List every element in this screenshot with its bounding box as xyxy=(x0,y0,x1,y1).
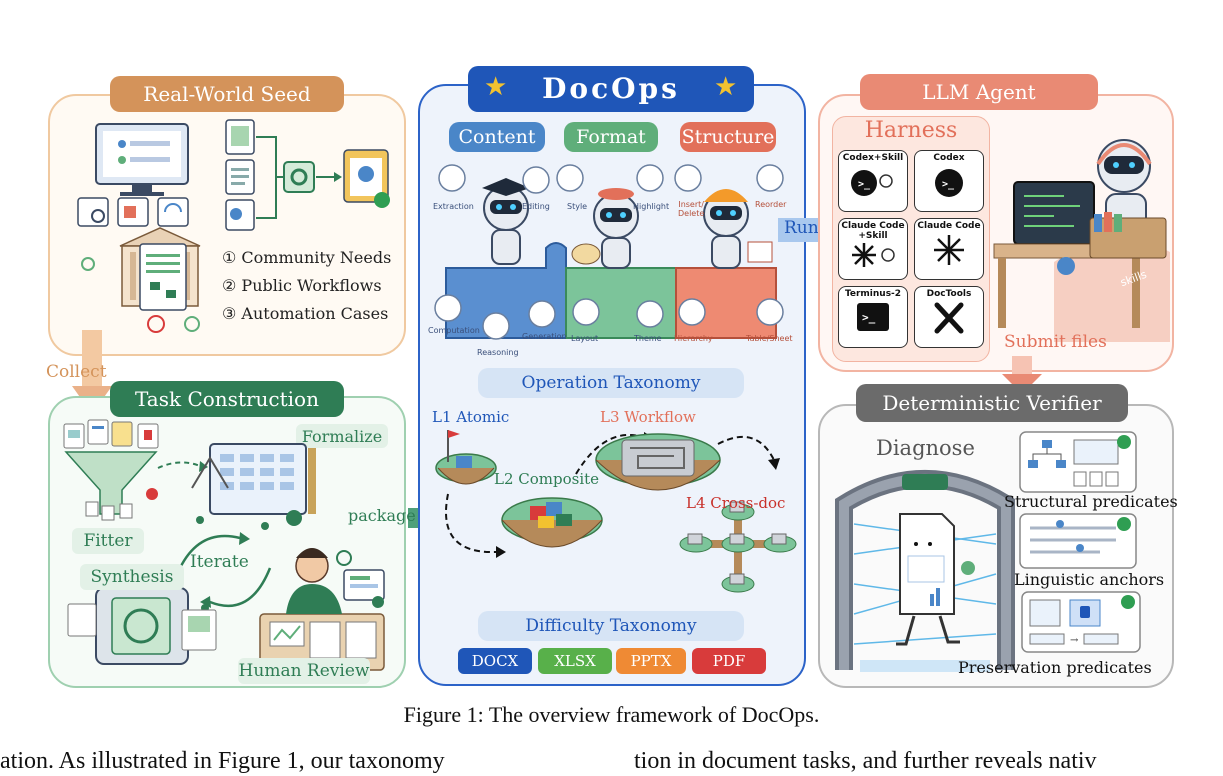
predicate-structural: Structural predicates xyxy=(1004,492,1178,511)
tool-doctools-label: DocTools xyxy=(926,289,972,299)
formalize-label: Formalize xyxy=(296,424,388,448)
category-format: Format xyxy=(564,122,658,152)
seed-illustration xyxy=(77,119,390,333)
op-highlight: Highlight xyxy=(633,202,670,211)
claude-skill-icon xyxy=(852,243,895,267)
preservation-predicate-icon: → xyxy=(1021,591,1141,653)
op-reasoning: Reasoning xyxy=(477,348,519,357)
op-computation: Computation xyxy=(428,326,480,335)
codex-skill-icon: >_ xyxy=(851,170,893,196)
level-l3: L3 Workflow xyxy=(600,408,696,426)
op-layout: Layout xyxy=(571,334,599,343)
level-l2: L2 Composite xyxy=(494,470,600,488)
tool-claude-code-skill: Claude Code +Skill xyxy=(838,218,908,280)
svg-text:>_: >_ xyxy=(942,179,955,190)
collect-label: Collect xyxy=(46,362,107,382)
op-theme: Theme xyxy=(634,334,662,343)
seed-item-1: ① Community Needs xyxy=(222,248,392,267)
task-title: Task Construction xyxy=(110,381,344,417)
tool-claude-code-label: Claude Code xyxy=(917,221,981,231)
svg-text:→: → xyxy=(1070,635,1079,646)
tool-claude-code: Claude Code xyxy=(914,218,984,280)
task-illustration xyxy=(63,419,385,671)
agent-robot-illustration xyxy=(993,139,1170,342)
seed-item-3: ③ Automation Cases xyxy=(222,304,389,323)
package-label: package xyxy=(348,506,416,525)
seed-item-2: ② Public Workflows xyxy=(222,276,382,295)
svg-text:>_: >_ xyxy=(862,311,876,324)
fitter-label: Fitter xyxy=(72,528,144,554)
level-l4: L4 Cross-doc xyxy=(686,494,786,512)
op-style: Style xyxy=(567,202,588,211)
verifier-gate-illustration xyxy=(835,470,1015,672)
docops-title: DocOps xyxy=(542,72,680,105)
seed-title: Real-World Seed xyxy=(110,76,344,112)
operation-illustration xyxy=(434,164,784,340)
op-table-sheet: Table/Sheet xyxy=(746,334,793,343)
structural-predicate-icon xyxy=(1019,431,1137,493)
format-docx: DOCX xyxy=(458,648,532,674)
tool-codex: Codex >_ xyxy=(914,150,984,212)
docops-title-banner xyxy=(468,66,754,112)
linguistic-anchor-icon xyxy=(1019,513,1137,569)
tool-codex-label: Codex xyxy=(933,153,965,163)
level-l1: L1 Atomic xyxy=(432,408,510,426)
format-xlsx: XLSX xyxy=(538,648,612,674)
predicate-preservation: Preservation predicates xyxy=(958,658,1152,677)
category-content: Content xyxy=(449,122,545,152)
tool-claude-code-skill-label: Claude Code +Skill xyxy=(841,221,905,241)
op-reorder: Reorder xyxy=(755,200,787,209)
codex-icon: >_ xyxy=(935,169,963,197)
submit-files-label: Submit files xyxy=(1004,332,1107,352)
difficulty-illustration xyxy=(435,430,797,593)
star-right-icon: ★ xyxy=(714,72,738,102)
body-text-left: ation. As illustrated in Figure 1, our t… xyxy=(0,748,445,774)
tool-terminus-label: Terminus-2 xyxy=(844,289,902,299)
format-pdf: PDF xyxy=(692,648,766,674)
category-structure: Structure xyxy=(680,122,776,152)
format-pptx: PPTX xyxy=(616,648,686,674)
tools-icon xyxy=(934,302,964,334)
tool-doctools: DocTools xyxy=(914,286,984,348)
claude-icon xyxy=(934,235,964,265)
synthesis-label: Synthesis xyxy=(80,564,184,590)
agent-title: LLM Agent xyxy=(860,74,1098,110)
svg-text:>_: >_ xyxy=(858,179,871,190)
op-generation: Generation xyxy=(522,332,567,341)
predicate-linguistic: Linguistic anchors xyxy=(1014,570,1165,589)
op-hierarchy: Hierarchy xyxy=(674,334,713,343)
iterate-label: Iterate xyxy=(190,552,249,572)
operation-taxonomy-label: Operation Taxonomy xyxy=(478,368,744,398)
terminal-icon: >_ xyxy=(857,303,889,331)
tool-codex-skill-label: Codex+Skill xyxy=(842,153,904,163)
star-left-icon: ★ xyxy=(484,72,508,102)
run-label: Run xyxy=(784,218,819,238)
op-insert-delete: Insert/ Delete xyxy=(678,200,705,218)
human-review-label: Human Review xyxy=(238,658,370,684)
body-text-right: tion in document tasks, and further reve… xyxy=(634,748,1097,774)
verifier-title: Deterministic Verifier xyxy=(856,384,1128,422)
figure-caption: Figure 1: The overview framework of DocO… xyxy=(403,702,820,727)
op-editing: Editing xyxy=(522,202,550,211)
diagnose-label: Diagnose xyxy=(876,436,975,460)
difficulty-taxonomy-label: Difficulty Taxonomy xyxy=(478,611,744,641)
op-extraction: Extraction xyxy=(433,202,474,211)
tool-terminus: Terminus-2 >_ xyxy=(838,286,908,348)
tool-codex-skill: Codex+Skill >_ xyxy=(838,150,908,212)
harness-label: Harness xyxy=(864,118,958,143)
